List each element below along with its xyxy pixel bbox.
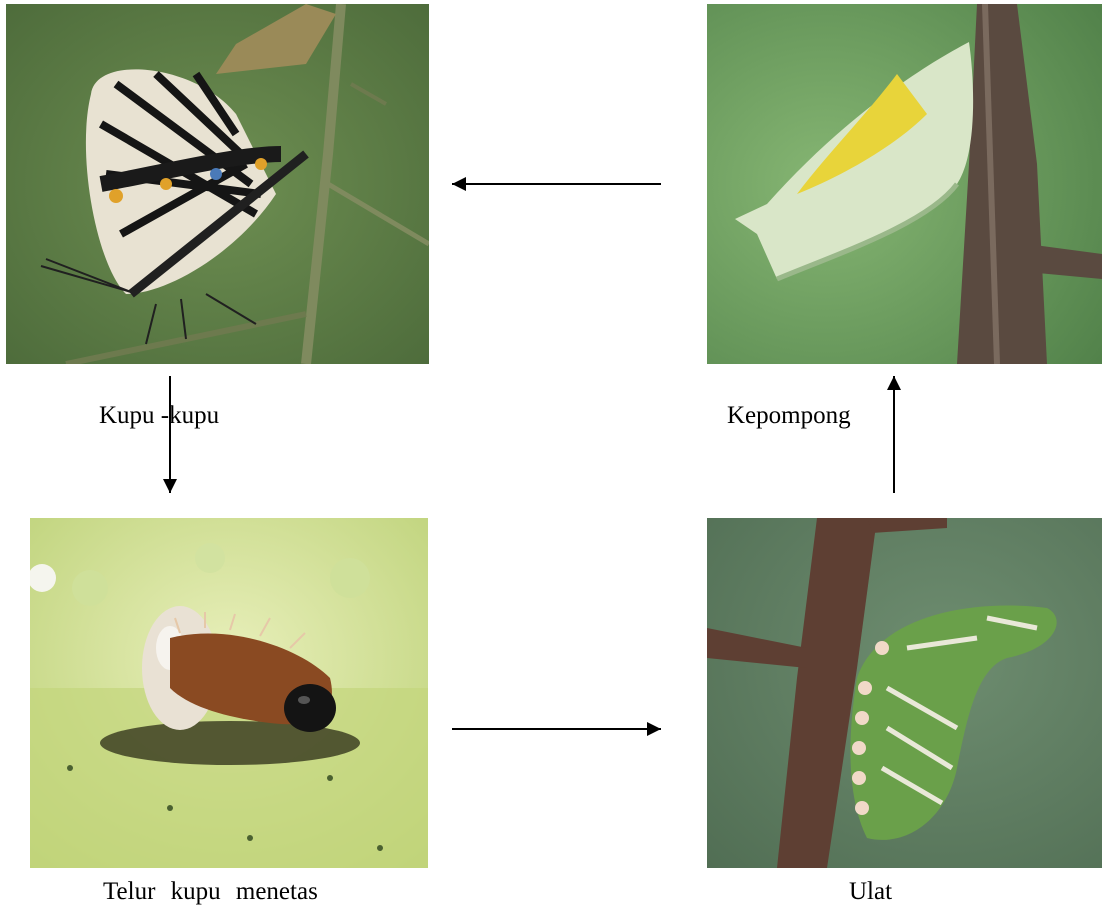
butterfly-label: Kupu -kupu	[99, 402, 219, 430]
egg-label: Telur kupu menetas	[103, 878, 318, 906]
caterpillar-label: Ulat	[849, 878, 892, 906]
pupa-label: Kepompong	[727, 402, 851, 430]
